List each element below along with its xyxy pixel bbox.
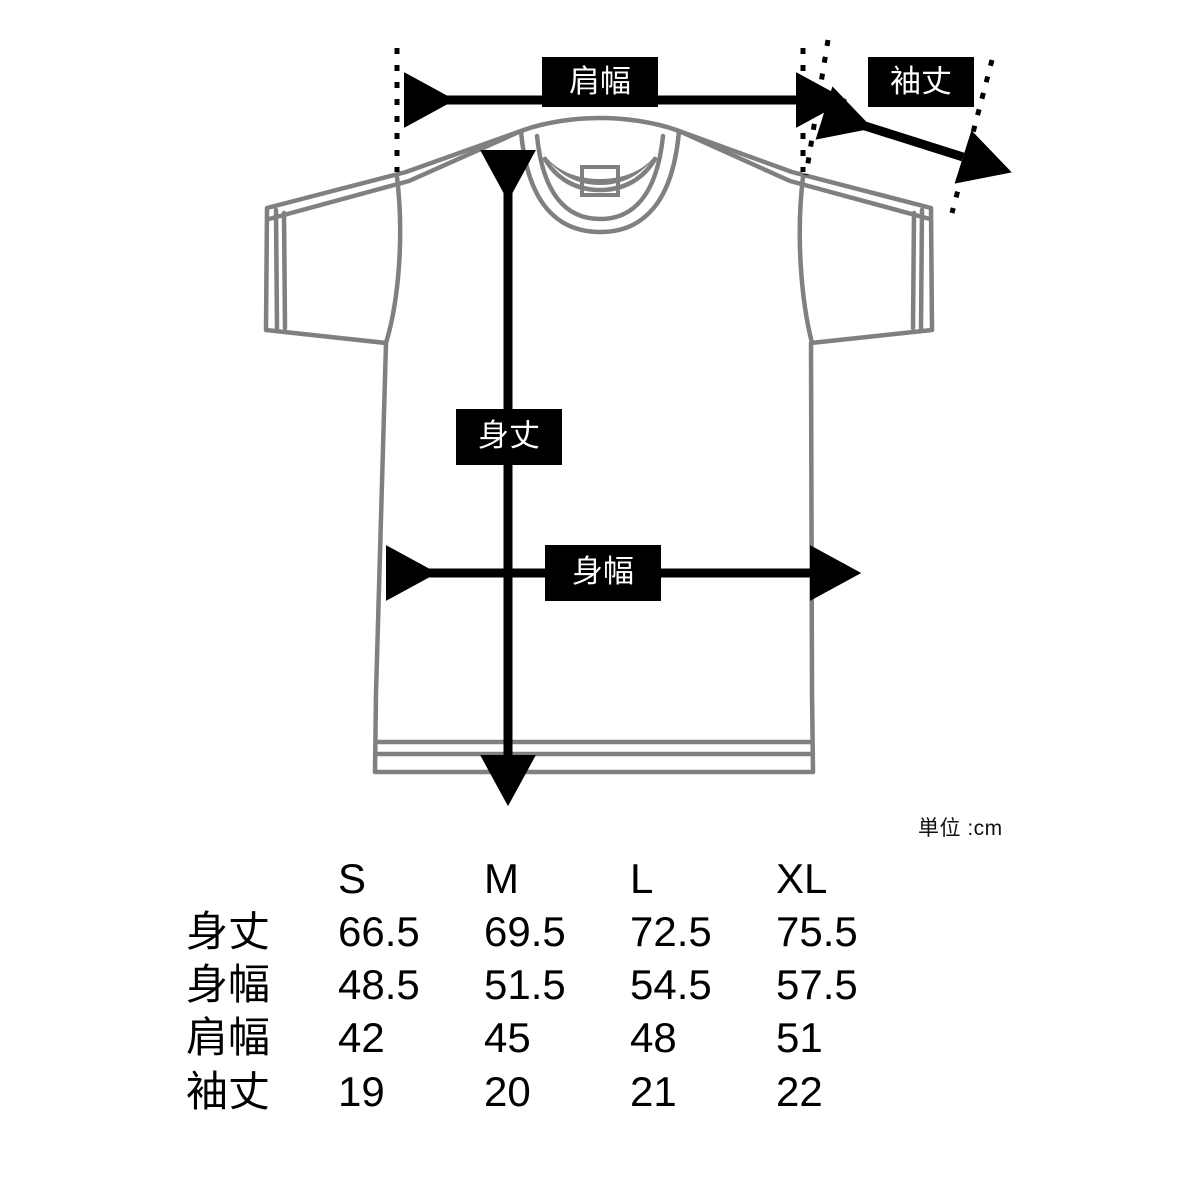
left-shoulder-seam <box>266 128 524 222</box>
body-width-label-box <box>545 545 661 601</box>
right-sleeve-cuff-line-2 <box>910 210 917 331</box>
column-header-l: L <box>630 855 654 902</box>
tshirt-body-path <box>263 115 935 775</box>
body-length-label: 身丈 <box>456 409 562 465</box>
unit-note: 単位 :cm <box>918 817 1003 840</box>
left-sleeve-cuff-line-2 <box>281 210 288 331</box>
row-label-shoulder-width: 肩幅 <box>186 1014 271 1062</box>
cell-sleeve-length-xl: 22 <box>776 1067 823 1115</box>
left-sleeve-cuff-line-1 <box>273 207 280 332</box>
row-label-body-width: 身幅 <box>186 961 271 1009</box>
tshirt-outline <box>263 115 935 775</box>
cell-body-length-xl: 75.5 <box>776 908 858 956</box>
neck-tag <box>580 165 620 197</box>
sleeve-length-arrow <box>815 86 1012 184</box>
body-width-label: 身幅 <box>545 545 661 601</box>
guide-line-sleeve-start <box>803 39 831 176</box>
sleeve-length-label-box <box>868 57 974 107</box>
shoulder-width-label: 肩幅 <box>542 57 658 107</box>
sleeve-length-label-text: 袖丈 <box>890 64 952 99</box>
table-corner-cell <box>186 852 338 905</box>
table-row: 身幅 48.5 51.5 54.5 57.5 <box>186 958 922 1011</box>
cell-shoulder-width-l: 48 <box>630 1014 677 1062</box>
column-header-xl: XL <box>776 855 828 902</box>
body-width-label-text: 身幅 <box>572 554 634 589</box>
cell-shoulder-width-m: 45 <box>484 1014 531 1062</box>
sleeve-length-label: 袖丈 <box>868 57 974 107</box>
cell-body-width-s: 48.5 <box>338 961 420 1009</box>
body-length-label-text: 身丈 <box>478 418 540 453</box>
table-row: 身丈 66.5 69.5 72.5 75.5 <box>186 905 922 958</box>
cell-sleeve-length-l: 21 <box>630 1067 677 1115</box>
cell-sleeve-length-m: 20 <box>484 1067 531 1115</box>
tshirt-measurement-diagram: 肩幅 袖丈 身丈 身幅 <box>263 39 1012 807</box>
cell-body-length-m: 69.5 <box>484 908 566 956</box>
shoulder-width-label-box <box>542 57 658 107</box>
right-armhole-seam <box>797 174 815 346</box>
cell-shoulder-width-xl: 51 <box>776 1014 823 1062</box>
table-row: 袖丈 19 20 21 22 <box>186 1065 922 1118</box>
body-length-label-box <box>456 409 562 465</box>
column-header-s: S <box>338 855 367 902</box>
cell-body-length-s: 66.5 <box>338 908 420 956</box>
table-row: 肩幅 42 45 48 51 <box>186 1011 922 1064</box>
cell-body-width-m: 51.5 <box>484 961 566 1009</box>
cell-sleeve-length-s: 19 <box>338 1067 385 1115</box>
collar-band-line <box>542 156 658 193</box>
row-label-sleeve-length: 袖丈 <box>186 1067 271 1115</box>
collar-band-stripe <box>541 149 659 185</box>
cell-shoulder-width-s: 42 <box>338 1014 385 1062</box>
column-header-m: M <box>484 855 519 902</box>
table-header-row: S M L XL <box>186 852 922 905</box>
cell-body-width-xl: 57.5 <box>776 961 858 1009</box>
shoulder-width-label-text: 肩幅 <box>569 64 631 99</box>
neckline-inner <box>534 133 666 222</box>
cell-body-width-l: 54.5 <box>630 961 712 1009</box>
left-armhole-seam <box>383 174 403 346</box>
row-label-body-length: 身丈 <box>186 908 271 956</box>
right-sleeve-cuff-line-1 <box>918 207 925 332</box>
size-table: S M L XL 身丈 66.5 69.5 72.5 75.5 身幅 48.5 … <box>186 852 922 1118</box>
right-shoulder-seam <box>676 128 933 222</box>
cell-body-length-l: 72.5 <box>630 908 712 956</box>
